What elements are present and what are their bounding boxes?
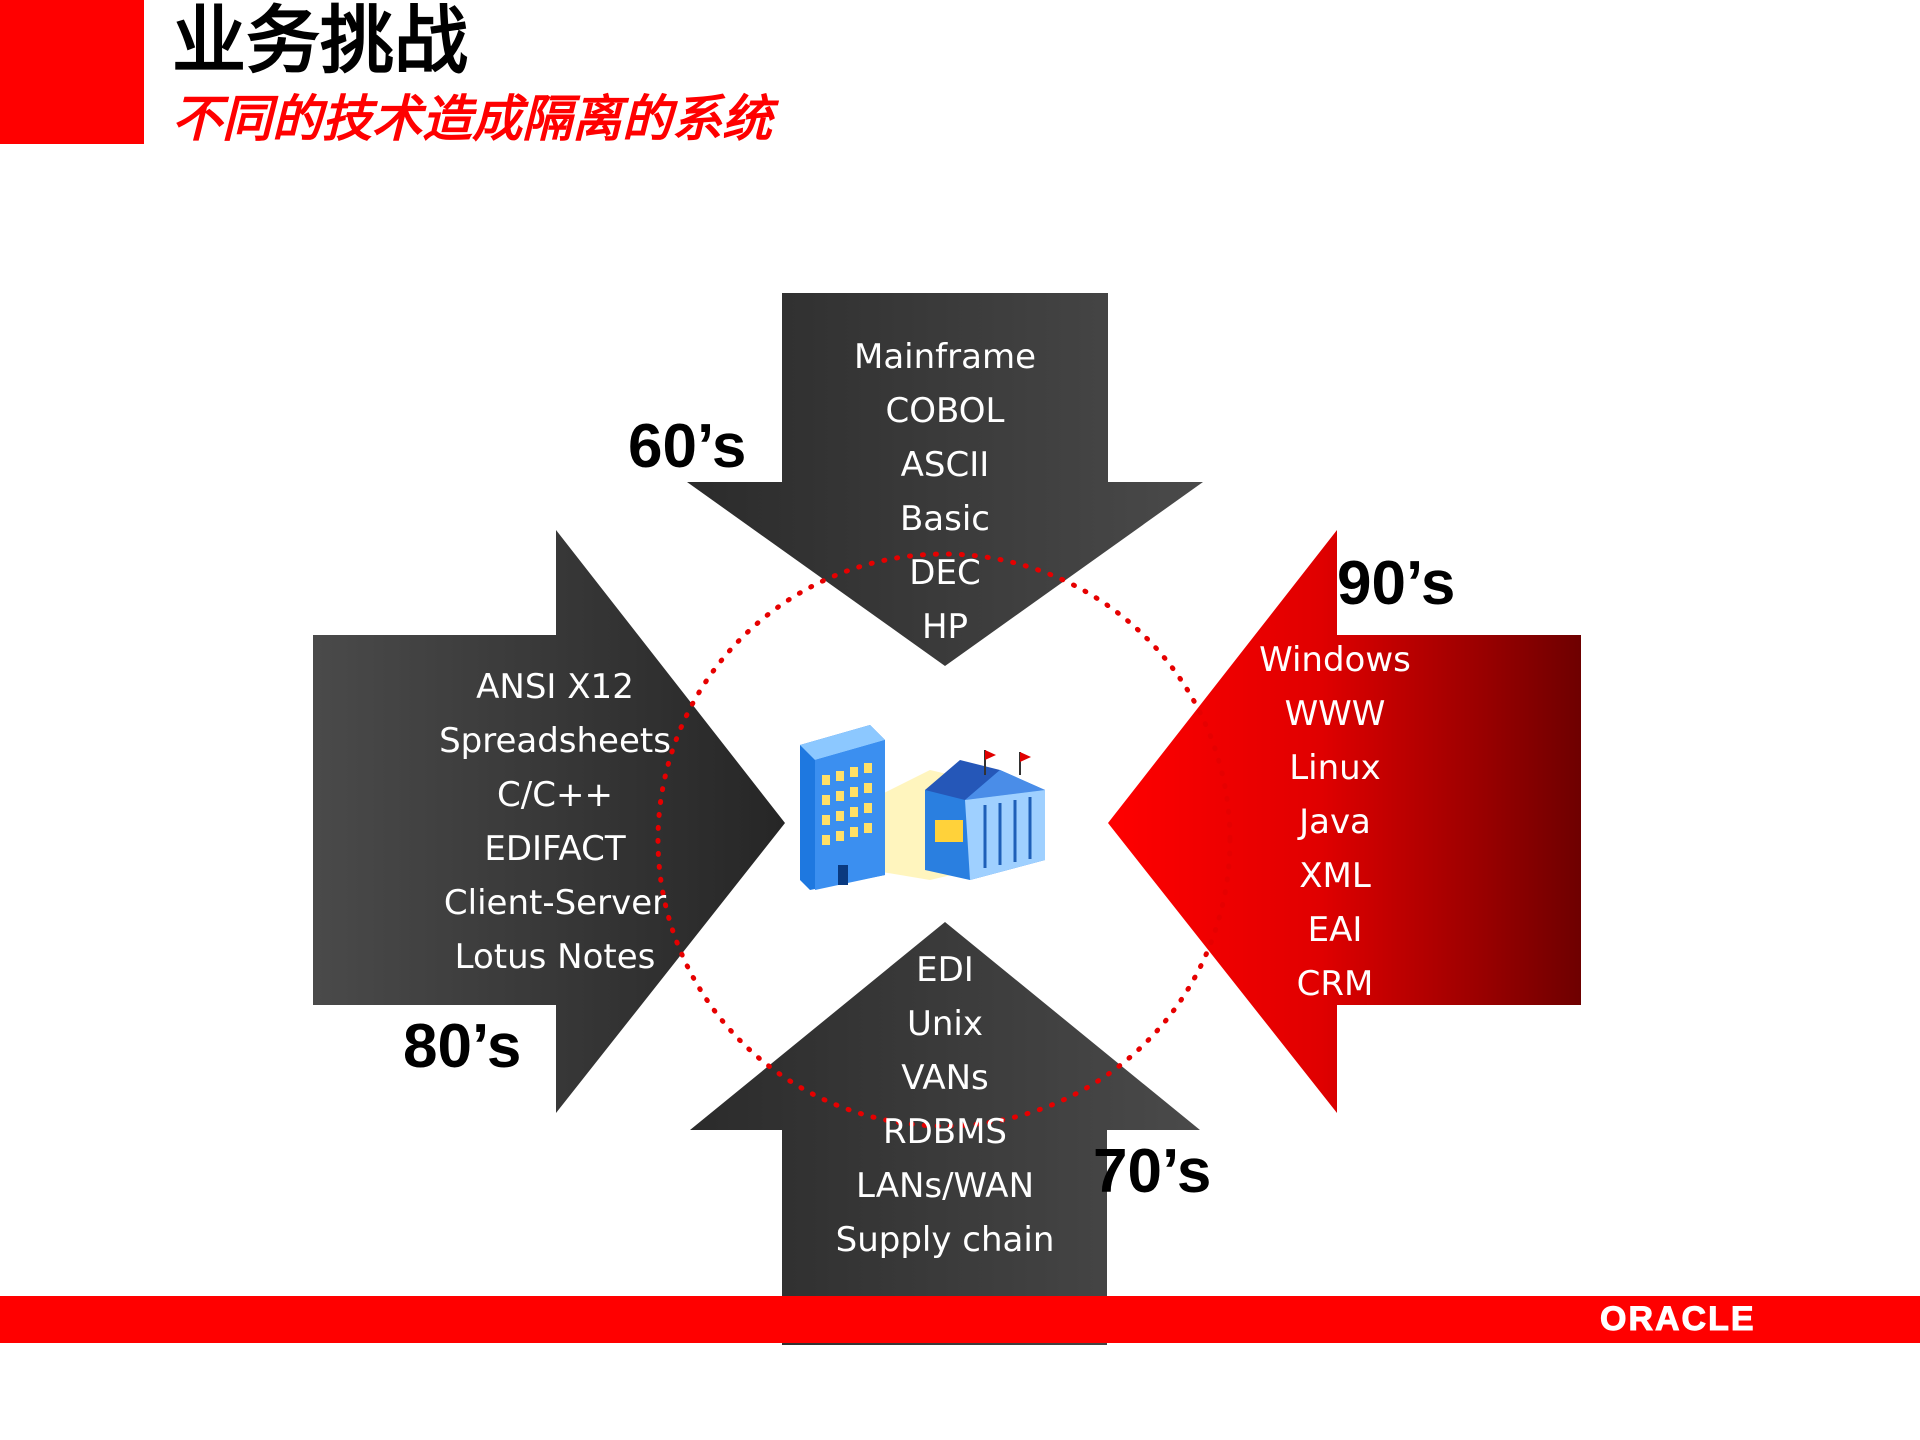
tech-item: RDBMS — [882, 1112, 1008, 1152]
tech-item: EAI — [1307, 910, 1363, 950]
arrow-90s-items: Windows WWW Linux Java XML EAI CRM — [1215, 633, 1455, 1011]
tech-item: Unix — [906, 1004, 983, 1044]
tech-item: C/C++ — [497, 775, 613, 815]
tech-item: HP — [921, 607, 969, 647]
arrow-80s-items: ANSI X12 Spreadsheets C/C++ EDIFACT Clie… — [405, 660, 705, 984]
tech-item: Windows — [1259, 640, 1411, 680]
tech-item: XML — [1299, 856, 1371, 896]
header-red-block — [0, 0, 144, 144]
tech-item: EDIFACT — [484, 829, 626, 869]
footer-bar — [0, 1296, 1920, 1343]
era-label-80s: 80’s — [403, 1012, 522, 1081]
arrow-90s — [1108, 530, 1581, 1113]
tech-item: ANSI X12 — [476, 667, 634, 707]
tech-item: ASCII — [900, 445, 990, 485]
tech-item: Supply chain — [835, 1220, 1055, 1260]
page-title: 业务挑战 — [172, 0, 468, 84]
tech-item: Linux — [1289, 748, 1381, 788]
page-subtitle: 不同的技术造成隔离的系统 — [172, 89, 772, 148]
arrow-70s — [690, 922, 1200, 1345]
era-label-70s: 70’s — [1093, 1137, 1212, 1206]
tech-item: COBOL — [885, 391, 1005, 431]
tech-item: Lotus Notes — [454, 937, 656, 977]
arrow-60s-items: Mainframe COBOL ASCII Basic DEC HP — [782, 330, 1108, 654]
tech-item: Client-Server — [443, 883, 667, 923]
tech-item: Spreadsheets — [439, 721, 671, 761]
tech-item: Basic — [899, 499, 990, 539]
arrow-70s-items: EDI Unix VANs RDBMS LANs/WAN Supply chai… — [782, 943, 1108, 1267]
arrow-80s — [313, 530, 785, 1113]
tech-item: DEC — [909, 553, 981, 593]
tech-item: EDI — [916, 950, 974, 990]
tech-item: VANs — [901, 1058, 989, 1098]
oracle-logo: ORACLE — [1600, 1300, 1756, 1338]
tech-item: WWW — [1284, 694, 1386, 734]
buildings-icon — [800, 725, 1045, 890]
tech-item: Mainframe — [854, 337, 1036, 377]
era-label-90s: 90’s — [1337, 549, 1456, 618]
era-label-60s: 60’s — [628, 412, 747, 481]
dotted-circle — [655, 551, 1233, 1129]
tech-item: CRM — [1296, 964, 1374, 1004]
arrow-60s — [687, 293, 1203, 666]
tech-item: LANs/WAN — [855, 1166, 1035, 1206]
tech-item: Java — [1299, 802, 1371, 842]
